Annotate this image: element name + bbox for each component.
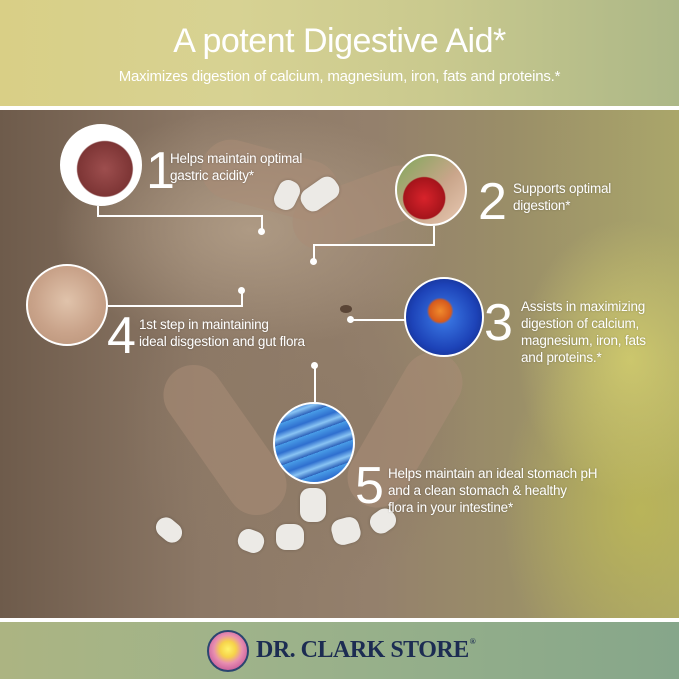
benefit-line: and a clean stomach & healthy (388, 483, 567, 498)
benefit-line: flora in your intestine* (388, 500, 514, 515)
heart-hands-icon (26, 264, 108, 346)
fingernail (235, 526, 267, 556)
connector-line-1 (97, 215, 262, 217)
fingernail (300, 488, 326, 522)
gut-bacteria-icon (273, 402, 355, 484)
benefit-line: Assists in maximizing (521, 299, 646, 314)
bottom-divider (0, 618, 679, 622)
fingernail (151, 513, 187, 547)
page-title: A potent Digestive Aid* (173, 22, 506, 60)
benefit-number-5: 5 (355, 457, 384, 515)
benefit-number-4: 4 (107, 307, 136, 365)
brand-label: DR. CLARK STORE (256, 637, 469, 663)
benefit-number-3: 3 (484, 294, 513, 352)
benefit-line: ideal disgestion and gut flora (139, 334, 305, 349)
benefit-number-2: 2 (478, 173, 507, 231)
benefit-text-5: Helps maintain an ideal stomach pH and a… (388, 465, 598, 516)
stomach-illustration-icon (60, 124, 142, 206)
belly-button (340, 305, 352, 313)
connector-line-1 (97, 206, 99, 216)
header-banner: A potent Digestive Aid* Maximizes digest… (0, 0, 679, 106)
benefit-line: Helps maintain an ideal stomach pH (388, 466, 598, 481)
top-divider (0, 106, 679, 110)
connector-line-4 (241, 291, 243, 307)
benefit-line: gastric acidity* (170, 168, 254, 183)
benefit-line: digestion* (513, 198, 571, 213)
connector-dot-5 (311, 362, 318, 369)
connector-line-3 (352, 319, 406, 321)
connector-line-2 (313, 244, 315, 260)
benefit-line: and proteins.* (521, 350, 602, 365)
connector-line-1 (261, 215, 263, 231)
apple-bite-icon (395, 154, 467, 226)
digestive-system-icon (404, 277, 484, 357)
page-subtitle: Maximizes digestion of calcium, magnesiu… (118, 68, 561, 85)
registered-mark: ® (469, 637, 476, 646)
benefit-text-2: Supports optimal digestion* (513, 180, 611, 214)
benefit-text-1: Helps maintain optimal gastric acidity* (170, 150, 302, 184)
benefit-text-3: Assists in maximizing digestion of calci… (521, 298, 646, 366)
brand-name: DR. CLARK STORE® (256, 637, 476, 664)
benefit-text-4: 1st step in maintaining ideal disgestion… (139, 316, 305, 350)
connector-dot-4 (238, 287, 245, 294)
benefit-line: magnesium, iron, fats (521, 333, 646, 348)
connector-dot-1 (258, 228, 265, 235)
sun-hands-logo-icon (207, 630, 249, 672)
footer-banner: DR. CLARK STORE® (0, 622, 679, 679)
connector-line-4 (108, 305, 243, 307)
connector-dot-2 (310, 258, 317, 265)
benefit-line: Helps maintain optimal (170, 151, 303, 166)
benefit-line: Supports optimal (513, 181, 612, 196)
fingernail (329, 514, 363, 548)
connector-dot-3 (347, 316, 354, 323)
connector-line-2 (313, 244, 435, 246)
benefit-line: digestion of calcium, (521, 316, 640, 331)
fingernail (276, 524, 304, 550)
connector-line-5 (314, 365, 316, 403)
benefit-number-1: 1 (146, 142, 175, 200)
connector-line-2 (433, 226, 435, 246)
benefit-line: 1st step in maintaining (139, 317, 269, 332)
